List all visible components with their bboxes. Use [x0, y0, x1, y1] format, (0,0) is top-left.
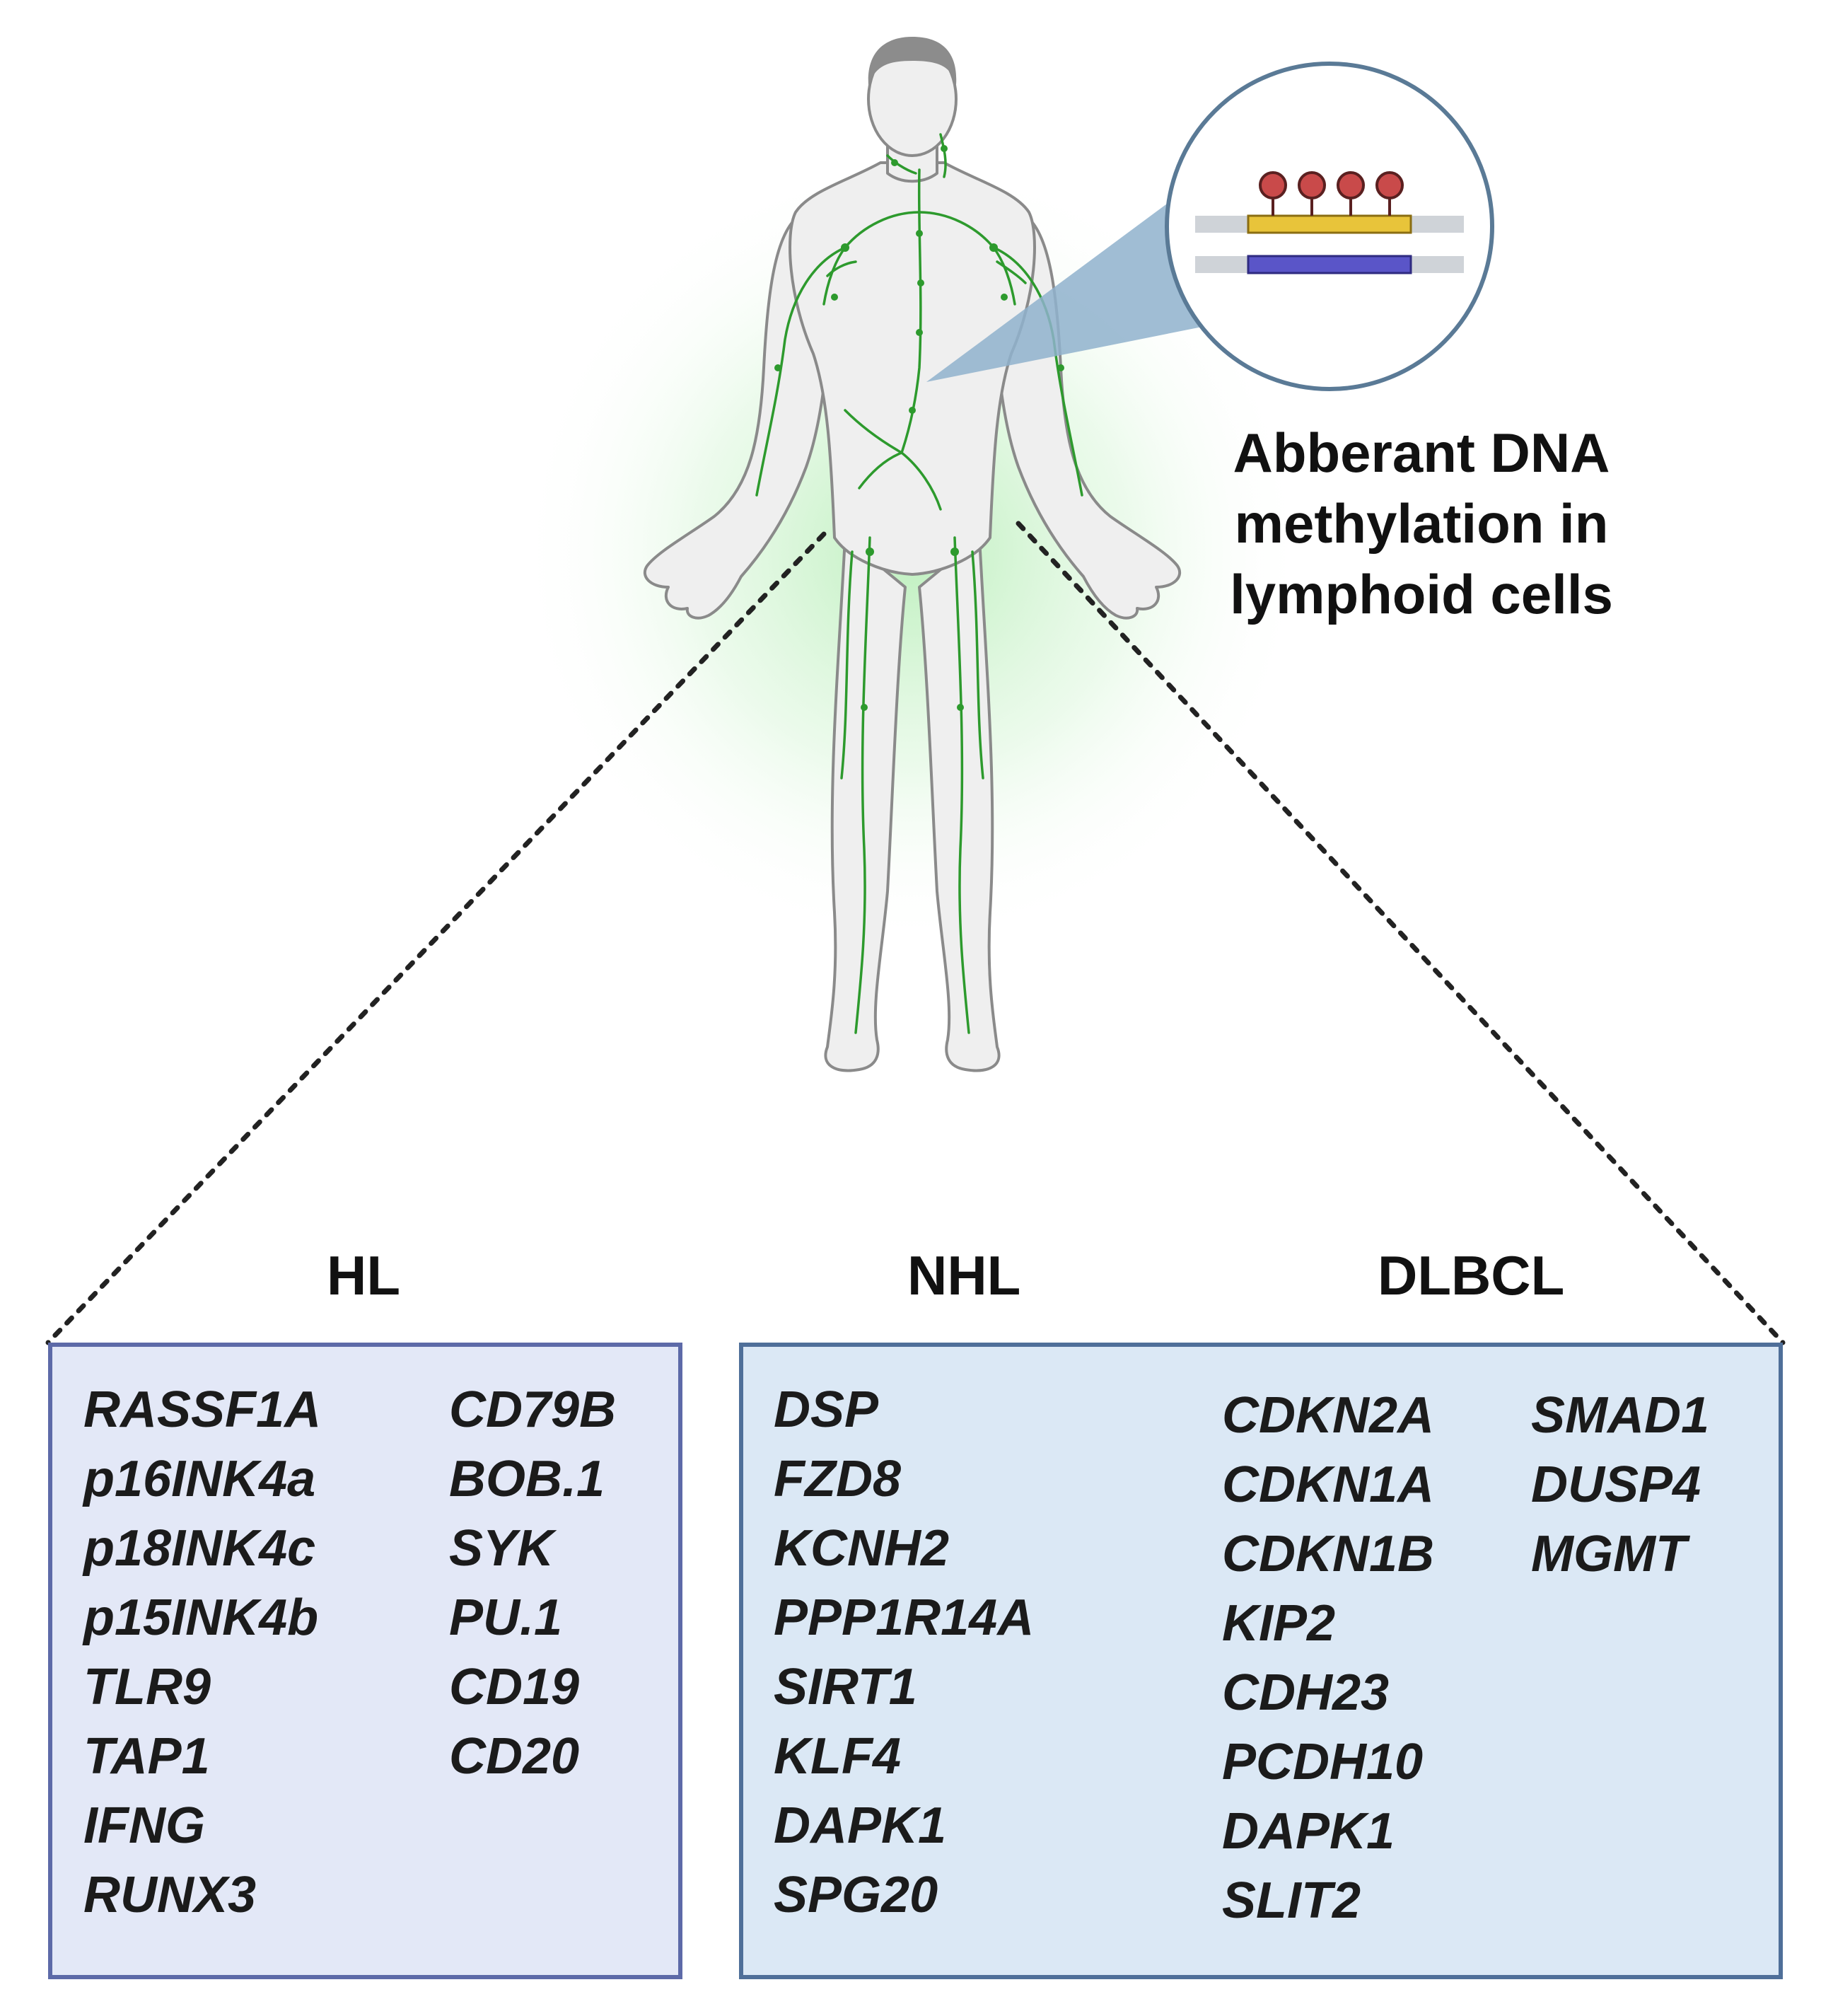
gene-label: CDKN2A	[1222, 1387, 1435, 1444]
gene-label: PPP1R14A	[774, 1589, 1035, 1646]
nhl-gene-list: DSP FZD8 KCNH2 PPP1R14A SIRT1 KLF4 DAPK1…	[774, 1375, 1034, 1930]
caption-line: lymphoid cells	[1230, 563, 1613, 625]
hl-gene-list-2: CD79B BOB.1 SYK PU.1 CD19 CD20	[449, 1375, 616, 1791]
connector-right	[1016, 521, 1786, 1345]
gene-label: TLR9	[83, 1659, 211, 1715]
lymph-nodes	[774, 145, 1064, 711]
gene-label: KCNH2	[774, 1520, 950, 1577]
gene-label: CD19	[449, 1659, 580, 1715]
gene-label: KLF4	[774, 1728, 901, 1785]
gene-label: FZD8	[774, 1451, 901, 1507]
gene-label: SLIT2	[1222, 1872, 1361, 1929]
gene-label: CD79B	[449, 1381, 617, 1438]
gene-label: SIRT1	[774, 1659, 917, 1715]
magnifier-cone	[926, 170, 1213, 382]
nhl-dlbcl-gene-panel	[739, 1343, 1783, 1979]
gene-label: KIP2	[1222, 1595, 1336, 1652]
gene-label: DUSP4	[1531, 1456, 1701, 1513]
hl-title: HL	[327, 1244, 400, 1307]
human-body-icon	[643, 41, 1182, 1072]
gene-label: CD20	[449, 1728, 580, 1785]
caption-line: methylation in	[1234, 492, 1609, 555]
gene-label: p15INK4b	[83, 1589, 319, 1646]
dlbcl-gene-list-2: SMAD1 DUSP4 MGMT	[1531, 1381, 1709, 1589]
hair-icon	[868, 37, 957, 85]
gene-label: PU.1	[449, 1589, 563, 1646]
gene-label: SYK	[449, 1520, 554, 1577]
dna-methylation-icon	[1195, 171, 1464, 274]
methylation-caption: Abberant DNA methylation in lymphoid cel…	[1202, 417, 1641, 630]
gene-label: SPG20	[774, 1867, 938, 1923]
gene-label: PCDH10	[1222, 1734, 1424, 1790]
gene-label: CDH23	[1222, 1664, 1390, 1721]
gene-label: SMAD1	[1531, 1387, 1710, 1444]
gene-label: p16INK4a	[83, 1451, 316, 1507]
gene-label: RUNX3	[83, 1867, 257, 1923]
hl-gene-list-1: RASSF1A p16INK4a p18INK4c p15INK4b TLR9 …	[83, 1375, 321, 1930]
gene-label: CDKN1B	[1222, 1526, 1435, 1582]
gene-label: IFNG	[83, 1797, 205, 1854]
gene-label: DSP	[774, 1381, 879, 1438]
gene-label: p18INK4c	[83, 1520, 316, 1577]
gene-label: RASSF1A	[83, 1381, 322, 1438]
dlbcl-gene-list-1: CDKN2A CDKN1A CDKN1B KIP2 CDH23 PCDH10 D…	[1222, 1381, 1434, 1935]
gene-label: CDKN1A	[1222, 1456, 1435, 1513]
caption-line: Abberant DNA	[1233, 422, 1610, 484]
gene-label: DAPK1	[1222, 1803, 1395, 1860]
gene-label: DAPK1	[774, 1797, 947, 1854]
nhl-title: NHL	[907, 1244, 1021, 1307]
dlbcl-title: DLBCL	[1378, 1244, 1565, 1307]
hl-gene-panel	[48, 1343, 682, 1979]
gene-label: TAP1	[83, 1728, 210, 1785]
gene-label: BOB.1	[449, 1451, 605, 1507]
connector-left	[45, 531, 827, 1345]
gene-label: MGMT	[1531, 1526, 1687, 1582]
